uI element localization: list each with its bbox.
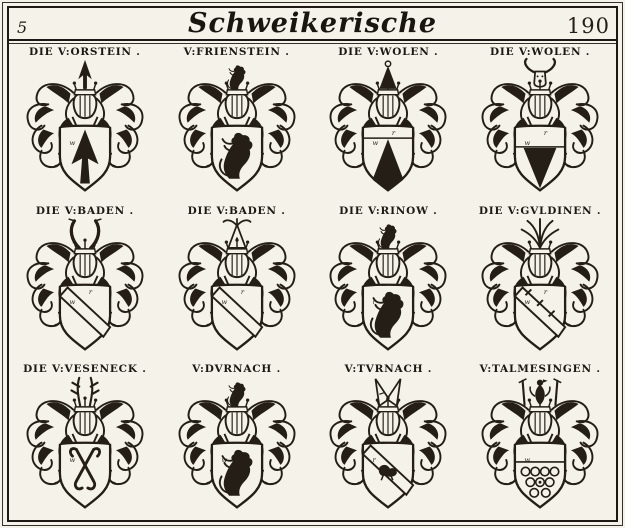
crest-art: w [178,375,296,509]
tincture-mark: r [392,129,396,137]
page-number: 190 [566,14,610,38]
coat-of-arms: DIE V:WOLEN . w r [464,45,616,204]
tincture-mark: w [221,456,227,464]
tincture-mark: w [525,456,531,464]
crest-art: w [26,59,144,192]
crest-art: w r [26,216,144,351]
tincture-mark: r [89,288,93,296]
coat-of-arms: V:TVRNACH . r [313,362,465,521]
coat-of-arms: DIE V:ORSTEIN . w [9,45,161,204]
helmet-icon [374,78,402,127]
page-title: Schweikerische [187,8,438,39]
coat-of-arms: DIE V:RINOW . r [313,204,465,363]
crest-label: DIE V:GVLDINEN . [478,204,602,217]
helmet-icon [223,237,251,286]
coat-of-arms: DIE V:BADEN . w r [161,204,313,363]
crest-label: V:FRIENSTEIN . [183,46,290,58]
helmet-icon [526,237,554,286]
tincture-mark: w [221,298,227,306]
crest-label: DIE V:ORSTEIN . [29,46,141,58]
coat-of-arms: DIE V:VESENECK . w [9,362,161,521]
crest-label: DIE V:VESENECK . [23,363,147,376]
folio-number: 5 [17,18,28,37]
tincture-mark: r [544,129,548,137]
tincture-mark: w [525,298,531,306]
crest-label: V:TVRNACH . [344,363,433,376]
tincture-mark: w [373,139,379,147]
coat-of-arms: DIE V:WOLEN . w r [313,45,465,204]
tincture-mark: r [373,456,377,464]
crest-art [178,58,296,192]
coat-of-arms: DIE V:BADEN . w r [9,204,161,363]
crest-art: w [481,378,599,509]
helmet-icon [526,395,554,444]
tincture-mark: r [544,288,548,296]
crest-label: V:DVRNACH . [192,363,282,376]
crest-art: w [26,377,144,509]
coat-of-arms: V:FRIENSTEIN . [161,45,313,204]
crest-art: r [329,217,447,351]
helmet-icon [71,78,99,127]
crest-label: DIE V:BADEN . [35,204,134,217]
tincture-mark: r [373,298,377,306]
coat-of-arms: V:DVRNACH . w [161,362,313,521]
crest-art: w r [481,217,599,351]
crest-label: DIE V:WOLEN . [489,46,591,58]
crest-label: DIE V:WOLEN . [338,46,439,58]
page-header: 5 Schweikerische 190 [9,8,616,44]
helmet-icon [71,395,99,444]
helmet-icon [526,78,554,127]
crest-label: V:TALMESINGEN . [479,363,601,376]
crest-art: w r [481,57,599,192]
coat-of-arms: DIE V:GVLDINEN . w r [464,204,616,363]
crest-art: w r [178,217,296,351]
tincture-mark: w [69,139,75,147]
coat-of-arms: V:TALMESINGEN . w [464,362,616,521]
tincture-mark: w [69,298,75,306]
crest-art: w r [329,60,447,192]
crest-label: DIE V:BADEN . [187,204,286,217]
crest-label: DIE V:RINOW . [339,204,438,217]
crest-grid: DIE V:ORSTEIN . w V:FRIENSTEIN . DIE V:W… [9,45,616,521]
crest-art: r [329,378,447,509]
tincture-mark: r [240,288,244,296]
tincture-mark: w [69,456,75,464]
shield-icon [58,441,112,509]
tincture-mark: w [525,139,531,147]
